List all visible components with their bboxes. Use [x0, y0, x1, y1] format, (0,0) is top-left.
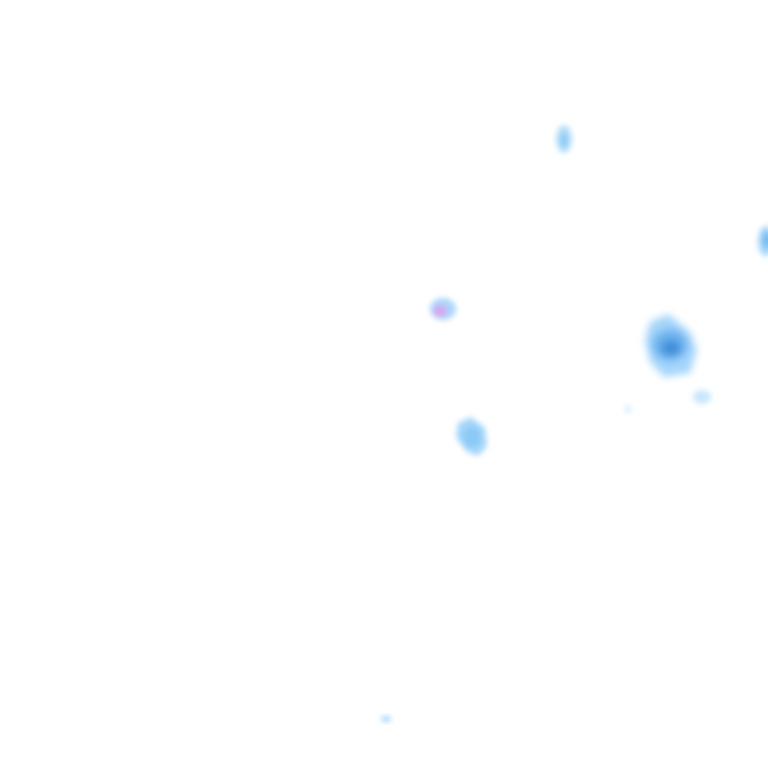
precip-cell-mixed	[430, 298, 456, 320]
precip-cell-small-1	[693, 390, 711, 404]
precip-cell-east-edge	[758, 226, 768, 256]
precip-cell-small-2	[625, 405, 631, 413]
precip-cell-main	[645, 314, 697, 377]
precip-cell-south	[456, 417, 487, 456]
precip-cell-southwest	[381, 716, 391, 722]
precip-cell-north	[556, 125, 572, 153]
